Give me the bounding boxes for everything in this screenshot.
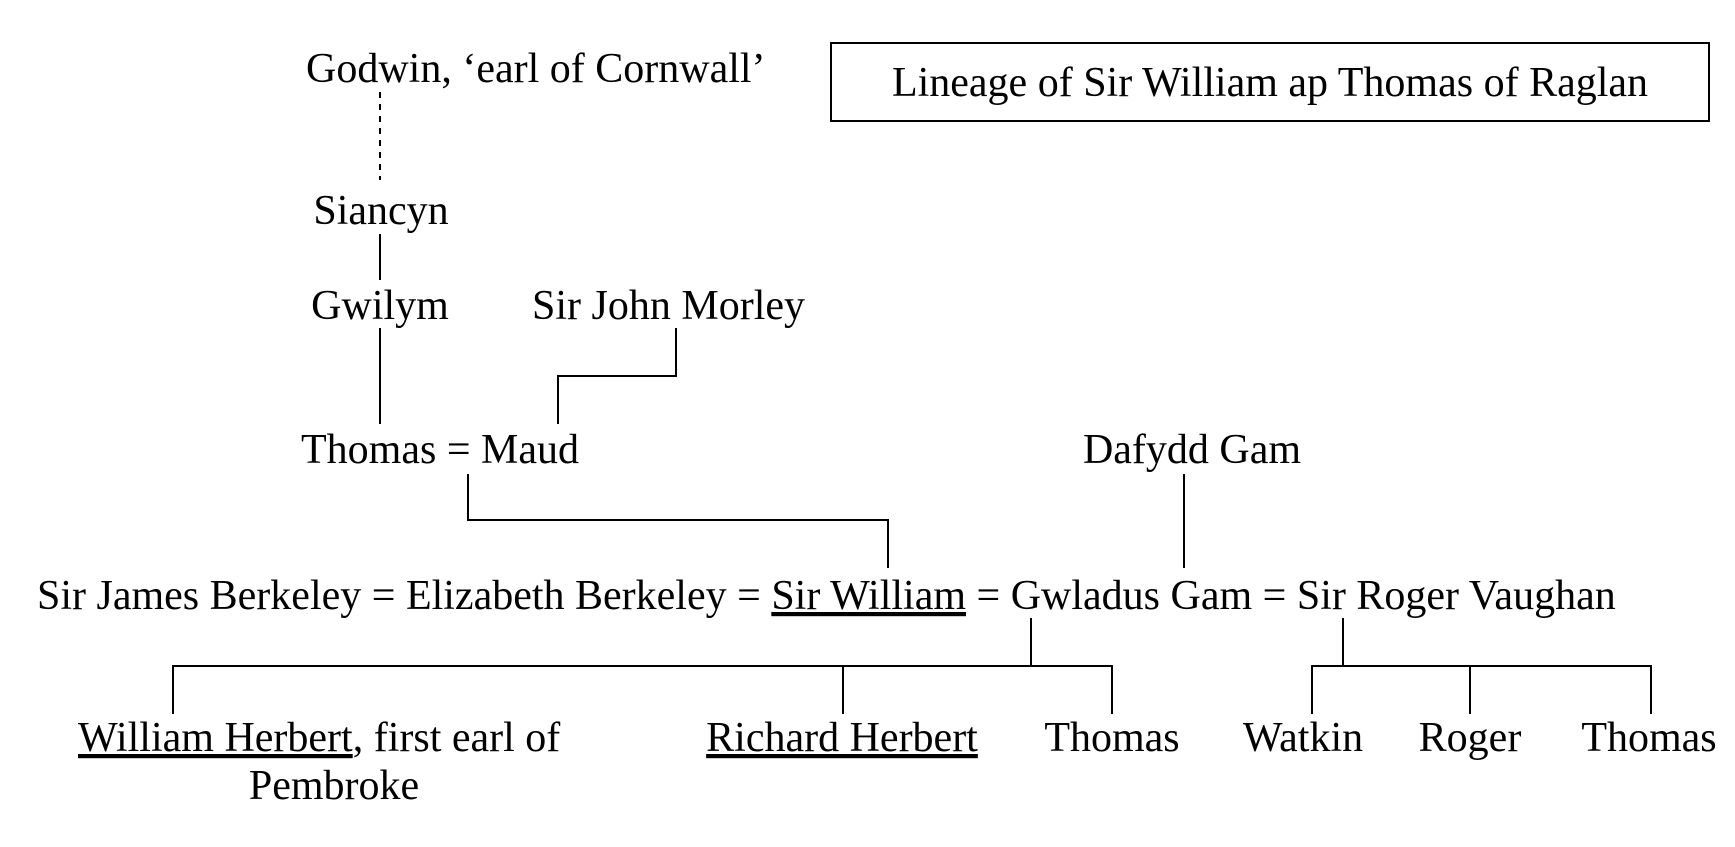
person-maud: Maud — [481, 427, 579, 473]
person-sir-william: Sir William — [771, 573, 966, 619]
person-watkin: Watkin — [1243, 715, 1363, 761]
person-sir-james-berkeley: Sir James Berkeley — [37, 573, 361, 619]
marriage-sign: = — [966, 573, 1011, 619]
person-sir-john-morley: Sir John Morley — [532, 283, 805, 329]
descent-line-morley-maud — [557, 328, 677, 424]
marriage-row: Sir James Berkeley = Elizabeth Berkeley … — [37, 573, 1616, 619]
sibling-bar-herbert — [172, 665, 1113, 714]
person-thomas: Thomas — [301, 427, 436, 473]
marriage-sign: = — [1252, 573, 1297, 619]
descent-line-thomas-sir-william — [467, 474, 889, 568]
person-gwilym: Gwilym — [311, 283, 449, 329]
william-herbert-title-line2: Pembroke — [249, 763, 419, 809]
person-thomas-son: Thomas — [1044, 715, 1179, 761]
person-elizabeth-berkeley: Elizabeth Berkeley — [406, 573, 727, 619]
person-sir-roger-vaughan: Sir Roger Vaughan — [1297, 573, 1616, 619]
marriage-sign: = — [727, 573, 772, 619]
person-william-herbert: William Herbert, first earl of — [78, 715, 560, 761]
person-godwin: Godwin, ‘earl of Cornwall’ — [306, 46, 766, 92]
person-richard-herbert: Richard Herbert — [706, 715, 978, 761]
person-thomas-vaughan: Thomas — [1581, 715, 1716, 761]
marriage-sign: = — [436, 427, 481, 473]
sibling-bar-vaughan — [1311, 665, 1652, 714]
person-siancyn: Siancyn — [313, 188, 448, 234]
title-text: Lineage of Sir William ap Thomas of Ragl… — [892, 60, 1648, 106]
marriage-sign: = — [361, 573, 406, 619]
person-dafydd-gam: Dafydd Gam — [1083, 427, 1301, 473]
william-herbert-name: William Herbert — [78, 715, 353, 761]
title-box — [830, 42, 1710, 122]
person-roger: Roger — [1419, 715, 1522, 761]
william-herbert-title: , first earl of — [353, 715, 561, 761]
person-gwladus-gam: Gwladus Gam — [1011, 573, 1253, 619]
couple-thomas-maud: Thomas = Maud — [301, 427, 579, 473]
